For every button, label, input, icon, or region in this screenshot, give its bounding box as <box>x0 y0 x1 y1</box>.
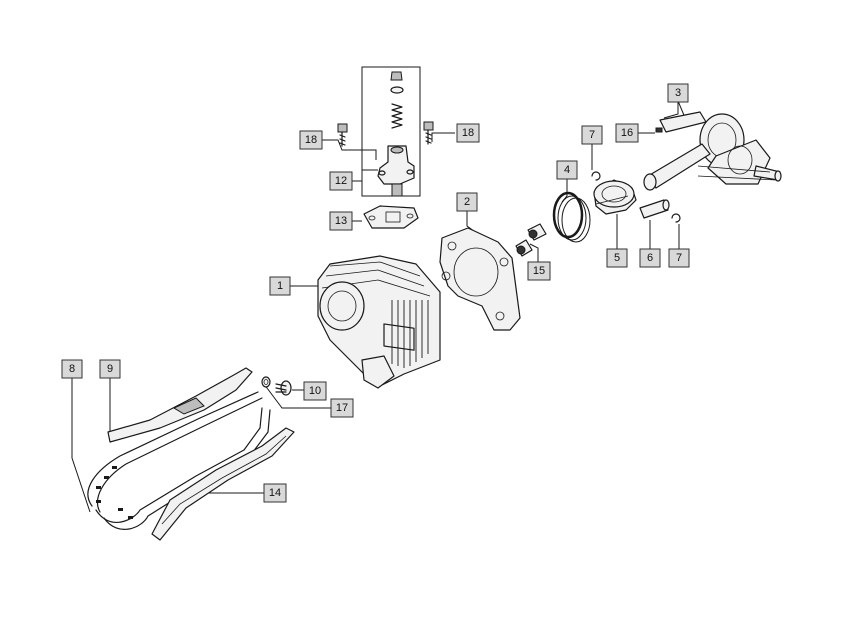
callout-label: 5 <box>614 252 620 264</box>
callout-label: 3 <box>675 87 681 99</box>
crankshaft <box>643 111 782 191</box>
callout-8: 8 <box>61 359 83 379</box>
callout-17: 17 <box>330 398 354 418</box>
callout-3: 3 <box>667 83 689 103</box>
callout-label: 18 <box>462 127 474 139</box>
callout-18b: 18 <box>456 123 480 143</box>
callout-label: 18 <box>305 134 317 146</box>
guide-bolt <box>275 380 292 396</box>
chain-tensioner-assembly <box>361 66 421 197</box>
piston-rings <box>552 191 591 243</box>
callout-16: 16 <box>615 123 639 143</box>
callout-13: 13 <box>329 211 353 231</box>
callout-18a: 18 <box>299 130 323 150</box>
callout-label: 15 <box>533 265 545 277</box>
tensioner-gasket <box>363 205 419 229</box>
callout-1: 1 <box>269 276 291 296</box>
crankshaft-key <box>655 127 663 133</box>
callout-label: 1 <box>277 280 283 292</box>
tensioner-bolts <box>337 121 434 147</box>
chain-guide-upper <box>107 367 253 443</box>
callout-label: 10 <box>309 385 321 397</box>
callout-14: 14 <box>263 483 287 503</box>
callout-label: 16 <box>621 127 633 139</box>
callout-2: 2 <box>456 192 478 212</box>
circlips <box>591 171 681 223</box>
guide-washer <box>261 376 271 388</box>
chain-guide-lower <box>151 427 295 541</box>
callout-label: 14 <box>269 487 281 499</box>
callout-15: 15 <box>527 261 551 281</box>
piston-pin <box>639 199 670 219</box>
callout-12: 12 <box>329 171 353 191</box>
callout-label: 8 <box>69 363 75 375</box>
callout-5: 5 <box>606 248 628 268</box>
callout-7b: 7 <box>668 248 690 268</box>
callout-label: 6 <box>647 252 653 264</box>
piston <box>593 179 637 215</box>
callout-label: 2 <box>464 196 470 208</box>
callout-label: 17 <box>336 402 348 414</box>
cylinder-base-gasket <box>439 227 521 331</box>
callout-label: 4 <box>564 164 570 176</box>
callout-label: 7 <box>589 129 595 141</box>
callout-label: 7 <box>676 252 682 264</box>
callout-label: 12 <box>335 175 347 187</box>
callout-label: 9 <box>107 363 113 375</box>
callout-7a: 7 <box>581 125 603 145</box>
callout-10: 10 <box>303 381 327 401</box>
callout-4: 4 <box>556 160 578 180</box>
callout-6: 6 <box>639 248 661 268</box>
dowel-pins <box>515 223 547 257</box>
callout-9: 9 <box>99 359 121 379</box>
cylinder <box>317 255 441 389</box>
callout-label: 13 <box>335 215 347 227</box>
